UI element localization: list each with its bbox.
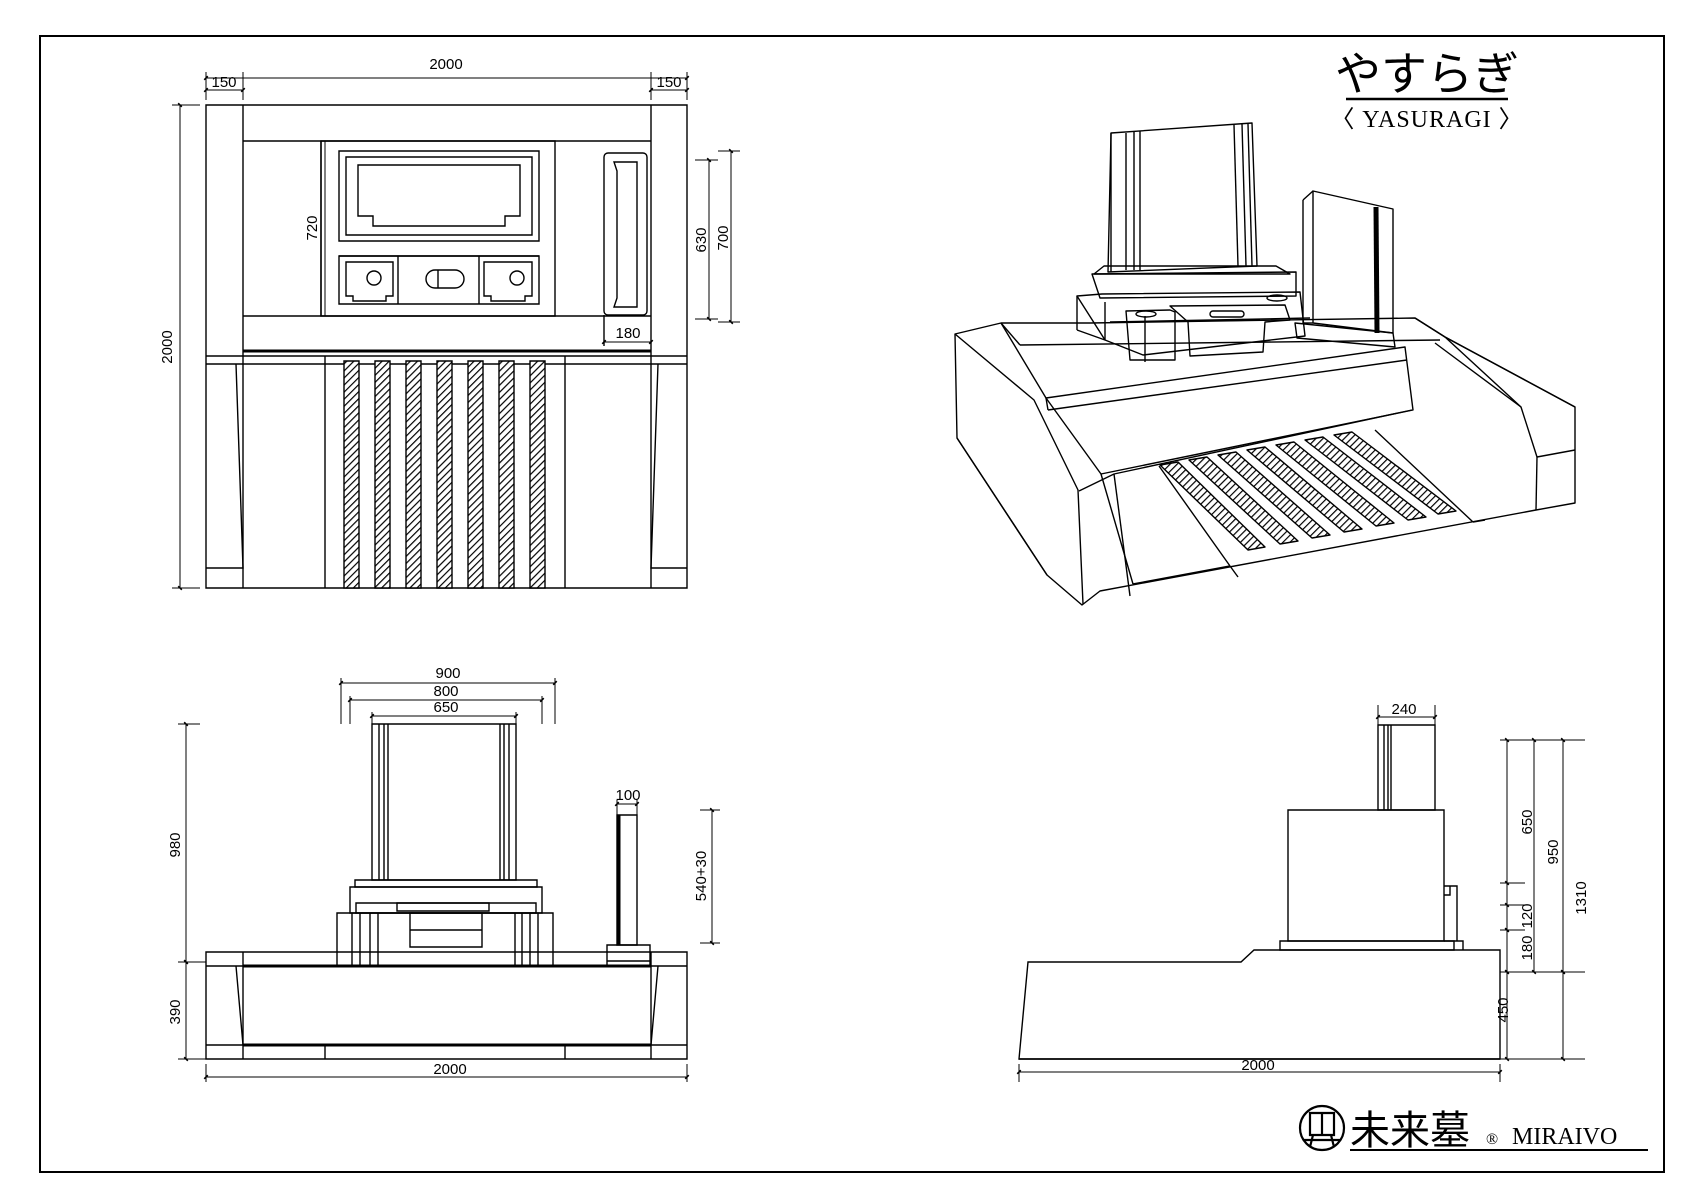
plan-180-label: 180 [615, 325, 640, 342]
front-width-label: 2000 [433, 1061, 466, 1078]
side-depth-label: 2000 [1241, 1057, 1274, 1074]
plan-view [206, 105, 687, 588]
side-120-label: 120 [1519, 903, 1536, 928]
brand-japanese: 未来墓 [1350, 1108, 1470, 1154]
side-elevation [1019, 725, 1500, 1059]
front-980-label: 980 [167, 832, 184, 857]
plan-630-label: 630 [693, 227, 710, 252]
plan-depth-label: 2000 [159, 330, 176, 363]
side-180-label: 180 [1519, 935, 1536, 960]
plan-altar-depth-label: 720 [304, 215, 321, 240]
isometric-view [955, 123, 1575, 605]
plan-700-label: 700 [715, 225, 732, 250]
side-1310-label: 1310 [1573, 881, 1590, 914]
side-dimensions [1019, 705, 1585, 1082]
brand-registered: ® [1486, 1131, 1498, 1148]
front-900-label: 900 [435, 665, 460, 682]
side-950-label: 950 [1545, 839, 1562, 864]
side-450-label: 450 [1495, 997, 1512, 1022]
sheet-border [40, 36, 1664, 1172]
side-240-label: 240 [1391, 701, 1416, 718]
front-390-label: 390 [167, 999, 184, 1024]
title-japanese: やすらぎ [1335, 47, 1519, 101]
front-800-label: 800 [433, 683, 458, 700]
brand-english: MIRAIVO [1512, 1124, 1617, 1150]
plan-side-right-label: 150 [656, 74, 681, 91]
plan-side-left-label: 150 [211, 74, 236, 91]
title-block: やすらぎ 〈 YASURAGI 〉 [1330, 47, 1523, 133]
plan-width-label: 2000 [429, 56, 462, 73]
brand-block: 未来墓 ® MIRAIVO [1300, 1106, 1648, 1154]
side-650-label: 650 [1519, 809, 1536, 834]
front-elevation [206, 724, 687, 1059]
front-100-label: 100 [615, 787, 640, 804]
front-540-label: 540+30 [693, 851, 710, 901]
front-650-label: 650 [433, 699, 458, 716]
plan-dimensions [172, 72, 740, 588]
title-english: 〈 YASURAGI 〉 [1330, 107, 1523, 133]
brand-logo-icon [1300, 1106, 1344, 1150]
front-dimensions [178, 678, 720, 1082]
